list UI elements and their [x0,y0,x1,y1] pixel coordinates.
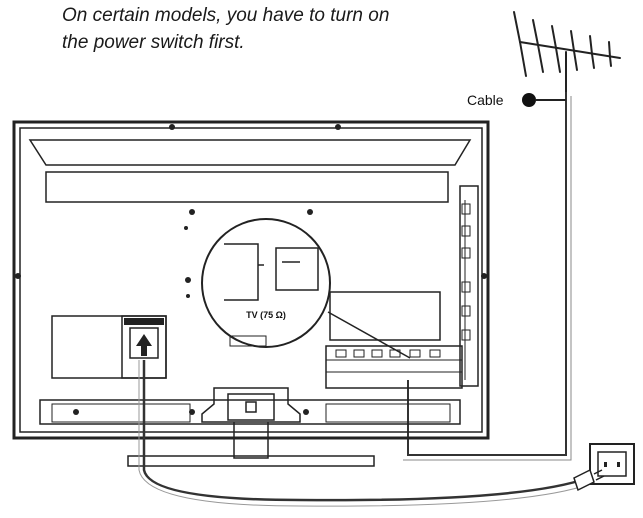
cable-connector-dot [522,93,536,107]
bottom-jack-panel [325,345,463,389]
magnifier-leader-line [327,311,411,359]
tv-stand [127,387,375,467]
tv-back-panel [12,120,490,440]
instruction-note: On certain models, you have to turn on t… [62,2,389,56]
arrow-up-icon [136,334,152,356]
instruction-line-2: the power switch first. [62,32,245,53]
mounting-holes [15,124,487,415]
cable-label: Cable [467,92,504,108]
antenna-cable [407,92,567,456]
magnifier-detail [201,218,331,348]
power-cord [142,360,589,502]
antenna-icon [513,11,621,93]
instruction-line-1: On certain models, you have to turn on [62,5,390,26]
tv-port-label: TV (75 Ω) [246,310,286,320]
power-plug-icon [573,468,605,492]
power-switch-panel [51,315,167,379]
wall-outlet-icon [589,443,635,485]
rear-label-panel [329,291,441,341]
side-jack-panel [461,200,471,380]
